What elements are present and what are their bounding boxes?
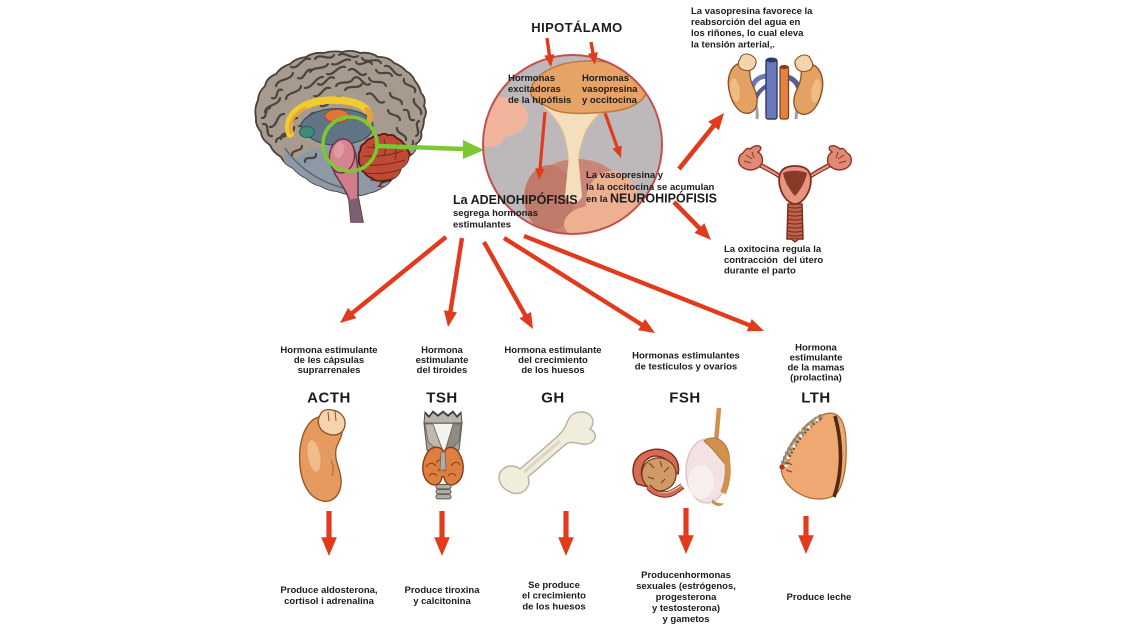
svg-text:Hormona estimulante: Hormona estimulante [504,345,601,356]
svg-text:La oxitocina regula la: La oxitocina regula la [724,244,822,255]
svg-text:de los huesos: de los huesos [522,601,585,612]
svg-text:estimulante: estimulante [790,353,843,364]
svg-text:Produce leche: Produce leche [787,592,852,603]
svg-text:Hormona: Hormona [795,343,837,354]
svg-text:Produce aldosterona,: Produce aldosterona, [280,585,377,596]
svg-text:GH: GH [541,390,565,407]
svg-text:Producenhormonas: Producenhormonas [641,570,731,581]
svg-text:Hormona estimulante: Hormona estimulante [280,345,377,356]
svg-text:La vasopresina favorece la: La vasopresina favorece la [691,6,813,17]
svg-text:ACTH: ACTH [307,390,351,407]
svg-text:Hormona: Hormona [421,345,463,356]
svg-text:La ADENOHIPÓFISIS: La ADENOHIPÓFISIS [453,192,578,207]
svg-text:La vasopresina y: La vasopresina y [586,170,664,181]
svg-text:reabsorción del agua en: reabsorción del agua en [691,17,800,28]
svg-text:y testosterona): y testosterona) [652,603,720,614]
svg-text:Se produce: Se produce [528,580,580,591]
svg-text:contracción del útero: contracción del útero [724,255,823,266]
svg-text:de los huesos: de los huesos [521,365,584,376]
svg-text:FSH: FSH [669,390,701,407]
svg-text:suprarrenales: suprarrenales [298,365,361,376]
svg-text:el crecimiento: el crecimiento [522,591,586,602]
svg-text:estimulantes: estimulantes [453,220,511,231]
svg-text:(prolactina): (prolactina) [790,373,842,384]
svg-text:excitadoras: excitadoras [508,84,561,95]
svg-text:progesterona: progesterona [656,592,717,603]
svg-text:segrega hormonas: segrega hormonas [453,208,538,219]
svg-text:la la occitocina se acumulan: la la occitocina se acumulan [586,182,714,193]
svg-text:durante el parto: durante el parto [724,266,796,277]
svg-text:LTH: LTH [801,390,831,407]
svg-text:los riñones, lo cual eleva: los riñones, lo cual eleva [691,28,804,39]
svg-text:del crecimiento: del crecimiento [518,355,588,366]
svg-text:de la hipófisis: de la hipófisis [508,95,571,106]
svg-text:la tensión arterial,.: la tensión arterial,. [691,39,775,50]
svg-text:estimulante: estimulante [416,355,469,366]
svg-text:Hormonas: Hormonas [582,73,629,84]
svg-text:TSH: TSH [426,390,458,407]
svg-text:en la: en la [586,194,608,205]
svg-text:de les cápsulas: de les cápsulas [294,355,364,366]
svg-text:sexuales (estrógenos,: sexuales (estrógenos, [636,581,736,592]
svg-text:y occitocina: y occitocina [582,95,638,106]
svg-text:de testículos y ovarios: de testículos y ovarios [635,362,737,373]
svg-text:vasopresina: vasopresina [582,84,638,95]
svg-text:y gametos: y gametos [663,614,710,625]
svg-text:Produce tiroxina: Produce tiroxina [405,585,481,596]
svg-text:de la mamas: de la mamas [787,363,844,374]
svg-text:y calcitonina: y calcitonina [413,596,471,607]
svg-text:HIPOTÁLAMO: HIPOTÁLAMO [531,20,622,35]
svg-text:del tiroides: del tiroides [417,365,468,376]
svg-text:cortisol i adrenalina: cortisol i adrenalina [284,596,374,607]
svg-text:Hormonas estimulantes: Hormonas estimulantes [632,351,740,362]
svg-text:NEUROHIPÓFISIS: NEUROHIPÓFISIS [610,191,717,206]
svg-text:Hormonas: Hormonas [508,73,555,84]
